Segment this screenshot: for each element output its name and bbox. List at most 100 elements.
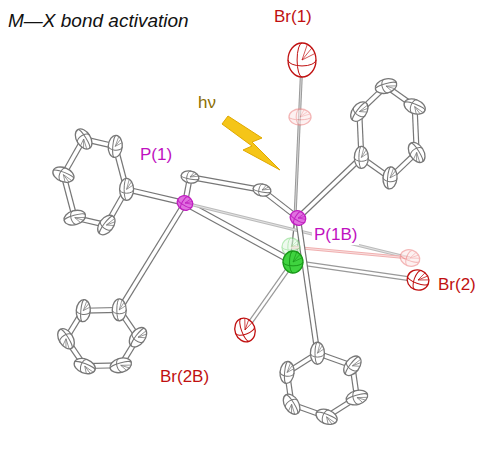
octant-line (386, 84, 395, 91)
atom-ellipsoid (75, 299, 91, 322)
octant-line (326, 417, 336, 423)
octant-line (106, 219, 115, 228)
bond (293, 262, 418, 280)
octant-line (138, 329, 146, 339)
octant-line (302, 44, 307, 60)
atom-ellipsoid (280, 391, 304, 417)
ellipsoid (94, 212, 118, 238)
atom-ellipsoid (344, 388, 369, 408)
principal-axis (351, 101, 366, 120)
octant-line (127, 179, 130, 189)
octant-line (119, 300, 122, 310)
atom-ellipsoid (404, 267, 432, 293)
atom-layer (51, 43, 432, 427)
atom-ellipsoid (283, 251, 303, 273)
octant-line (410, 251, 416, 259)
octant-line (121, 363, 132, 368)
octant-line (75, 215, 84, 222)
ellipsoid (283, 251, 303, 273)
octant-line (81, 139, 89, 149)
octant-line (287, 404, 295, 413)
bond (298, 157, 361, 218)
atom-ellipsoid (405, 139, 429, 165)
bond-core (127, 189, 185, 203)
octant-line (242, 320, 252, 330)
atom-ellipsoid (314, 406, 340, 427)
ellipsoid (405, 139, 429, 165)
octant-line (84, 366, 94, 372)
atom-ellipsoid (347, 99, 371, 125)
atom-ellipsoid (231, 315, 258, 344)
principal-axis (78, 128, 92, 148)
atom-ellipsoid (373, 76, 398, 96)
principal-axis (76, 310, 90, 315)
octant-line (289, 404, 297, 414)
octant-line (62, 339, 70, 348)
ellipsoid (404, 267, 432, 293)
octant-line (121, 363, 130, 370)
principal-axis (290, 251, 294, 273)
octant-line (352, 358, 360, 368)
atom-label: P(1) (138, 146, 174, 165)
principal-axis (310, 353, 324, 357)
principal-axis (289, 117, 311, 120)
atom-ellipsoid (62, 208, 87, 228)
atom-ellipsoid (51, 164, 77, 185)
octant-line (293, 252, 297, 262)
ellipsoid (112, 299, 126, 321)
octant-line (414, 152, 422, 162)
ellipsoid (310, 342, 324, 364)
principal-axis (315, 342, 317, 364)
octant-line (62, 175, 71, 182)
principal-axis (354, 157, 368, 161)
octant-line (106, 217, 114, 227)
atom-label: Br(2B) (158, 368, 211, 387)
atom-ellipsoid (252, 183, 272, 198)
ellipsoid (288, 43, 316, 77)
atom-ellipsoid (340, 353, 364, 379)
bond-core (119, 203, 185, 310)
bond (291, 247, 410, 258)
principal-axis (117, 299, 119, 321)
bond-core (190, 177, 262, 190)
atom-ellipsoid (72, 126, 96, 152)
atom-label: Br(2) (436, 276, 478, 295)
octant-line (390, 168, 394, 178)
bond-core (245, 262, 293, 330)
principal-axis (124, 178, 126, 200)
ellipsoid (279, 361, 295, 384)
octant-line (138, 331, 147, 340)
atom-ellipsoid (289, 109, 311, 125)
bond (245, 262, 293, 330)
octant-line (287, 365, 293, 373)
principal-axis (346, 392, 368, 400)
octant-line (291, 239, 294, 247)
atom-ellipsoid (120, 178, 134, 200)
figure-title: M—X bond activation (8, 10, 189, 32)
octant-line (418, 271, 425, 281)
octant-line (412, 152, 420, 161)
bond-core (293, 262, 418, 280)
atom-ellipsoid (382, 166, 398, 189)
atom-ellipsoid (402, 96, 428, 117)
octant-line (302, 48, 312, 60)
ellipsoid (402, 96, 428, 117)
principal-axis (109, 360, 131, 368)
ellipsoid (347, 99, 371, 125)
principal-axis (181, 175, 199, 180)
atom-ellipsoid (72, 356, 98, 377)
octant-line (293, 254, 300, 262)
bond-core (185, 203, 293, 262)
ellipsoid (126, 324, 150, 350)
ellipsoid (280, 391, 304, 417)
atom-ellipsoid (54, 326, 78, 352)
octant-line (79, 139, 87, 148)
principal-axis (411, 142, 425, 162)
octant-line (287, 362, 291, 372)
octant-line (83, 366, 92, 373)
octant-line (317, 343, 320, 353)
atom-ellipsoid (180, 170, 200, 185)
principal-axis (253, 188, 271, 193)
ellipsoid (373, 76, 398, 96)
atom-label: P(1B) (312, 226, 359, 245)
